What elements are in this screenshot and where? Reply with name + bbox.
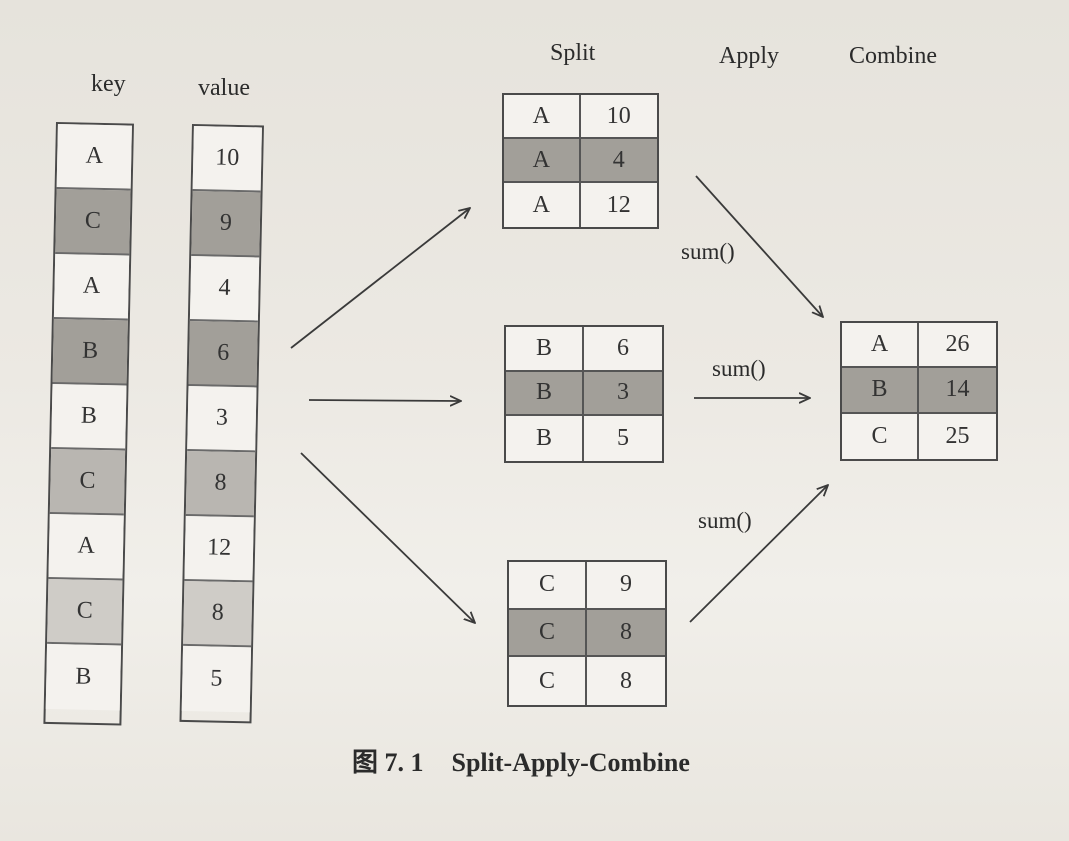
- table-key-cell: C: [509, 657, 587, 705]
- apply-label-c: sum(): [698, 508, 752, 533]
- arrow-apply-a: [695, 175, 823, 317]
- table-key-cell: A: [842, 323, 919, 369]
- table-value-cell: 10: [580, 95, 657, 139]
- table-value-cell: 8: [587, 657, 665, 705]
- combine-header: Combine: [849, 43, 937, 69]
- figure-caption: 图 7. 1 Split-Apply-Combine: [352, 742, 690, 779]
- figure-title: Split-Apply-Combine: [451, 748, 690, 777]
- arrow-apply-c: [689, 485, 828, 623]
- table-key-cell: B: [506, 371, 584, 417]
- table-key-cell: A: [504, 139, 581, 183]
- table-value-cell: 25: [919, 413, 996, 459]
- table-key-cell: C: [509, 609, 587, 658]
- arrow-to-split-a: [290, 208, 470, 349]
- table-value-cell: 5: [584, 416, 662, 461]
- table-key-cell: A: [504, 183, 581, 227]
- apply-header: Apply: [719, 43, 779, 69]
- table-value-cell: 8: [587, 609, 665, 658]
- table-key-cell: A: [504, 95, 581, 139]
- arrow-to-split-c: [300, 452, 475, 623]
- apply-label-b: sum(): [712, 356, 766, 381]
- table-value-cell: 14: [919, 368, 996, 414]
- apply-label-a: sum(): [681, 239, 735, 264]
- table-value-cell: 3: [584, 371, 662, 417]
- table-value-cell: 12: [580, 183, 657, 227]
- table-key-cell: C: [509, 562, 587, 610]
- table-key-cell: B: [506, 327, 584, 372]
- key-header: key: [91, 71, 126, 97]
- arrow-to-split-b: [308, 400, 461, 401]
- figure-number: 图 7. 1: [352, 748, 424, 777]
- table-key-cell: C: [842, 413, 919, 459]
- table-value-cell: 6: [584, 327, 662, 372]
- table-key-cell: B: [842, 368, 919, 414]
- table-value-cell: 4: [580, 139, 657, 183]
- table-key-cell: B: [506, 416, 584, 461]
- table-value-cell: 9: [587, 562, 665, 610]
- table-value-cell: 26: [919, 323, 996, 369]
- value-header: value: [198, 75, 250, 101]
- split-header: Split: [550, 40, 596, 66]
